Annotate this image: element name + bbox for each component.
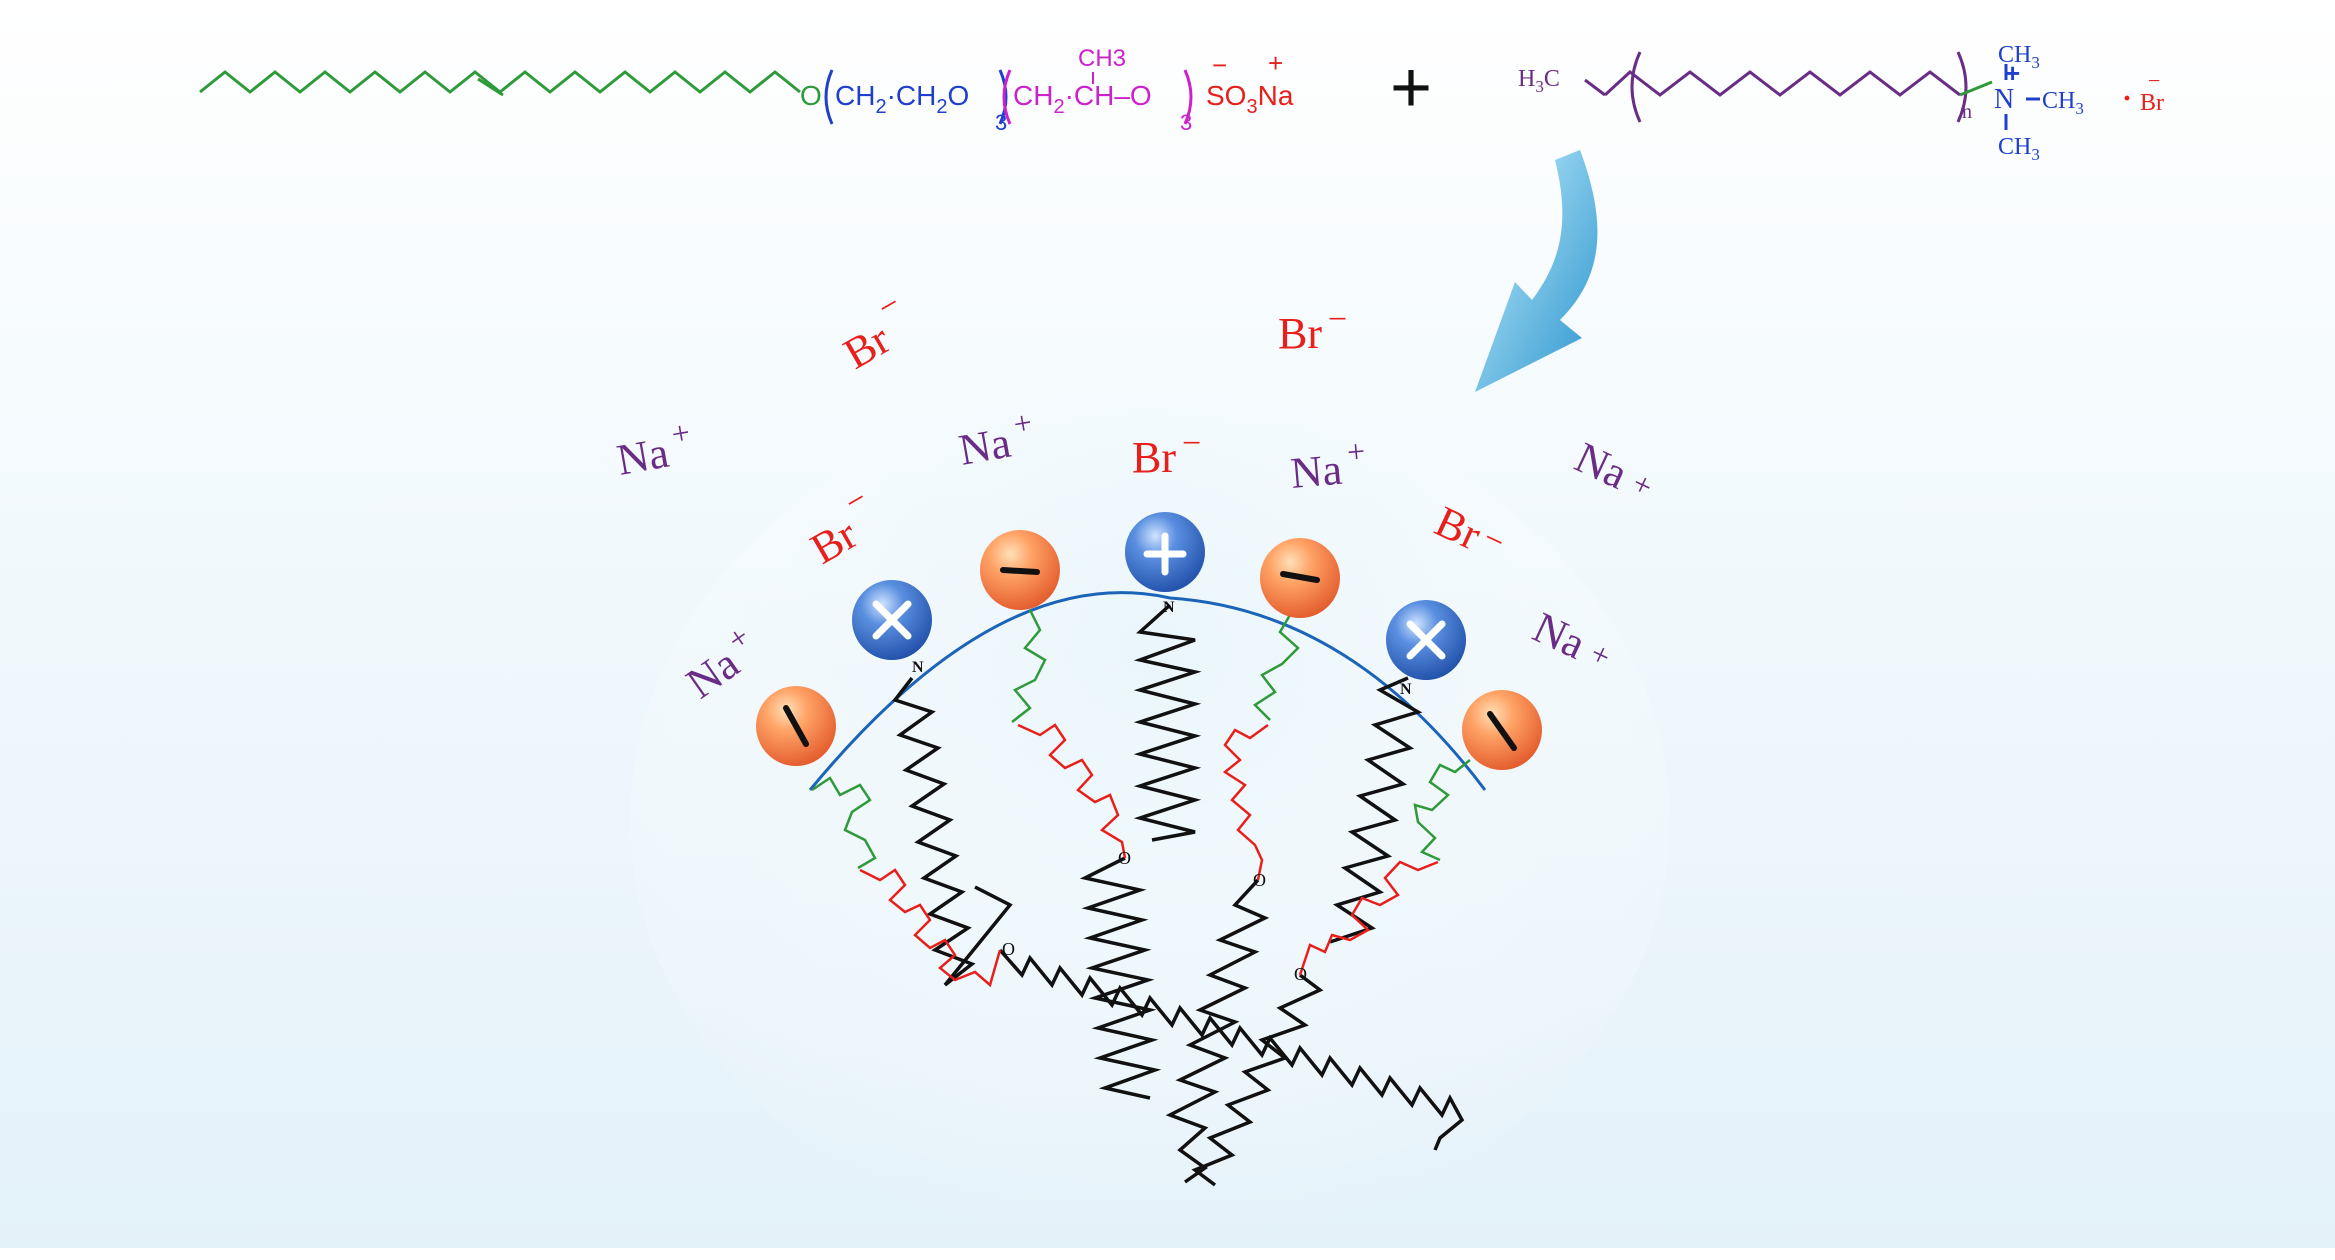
head-n-right: N — [1400, 681, 1412, 698]
ctab-methyl: H3C — [1518, 66, 1560, 96]
bromide-ion-2: Br− — [1278, 301, 1347, 358]
eo-segment: CH2·CH2O — [835, 80, 969, 118]
ctab-bromide-charge: − — [2148, 68, 2160, 93]
sulfonate-minus: − — [1212, 50, 1227, 80]
head-n-left: N — [912, 659, 924, 676]
po-spacer-midright — [1222, 723, 1269, 881]
micelle-spacers — [811, 609, 1471, 988]
ctab-dot: · — [2122, 82, 2132, 115]
ctab-repeat-n: n — [1962, 101, 1972, 123]
reactant-1-formula: O CH2·CH2O 3 CH3 CH2·CH–O 3 − + SO3Na — [199, 45, 1294, 135]
sulfonate-sodium: SO3Na — [1206, 80, 1294, 118]
junction-oxygens: O O O O — [1002, 848, 1307, 984]
sodium-ion-3: Na+ — [1289, 433, 1367, 498]
bottom-border — [0, 1248, 2335, 1260]
po-spacer-right — [1298, 860, 1439, 976]
ctab-bracket-left — [1630, 51, 1642, 123]
sodium-ion-1: Na+ — [613, 414, 692, 485]
po-spacer-midleft — [1017, 723, 1127, 859]
po-segment: CH2·CH–O — [1013, 80, 1152, 118]
ether-oxygen: O — [800, 80, 822, 111]
eo-spacer-left — [811, 776, 877, 870]
tail-anion-1 — [998, 948, 1465, 1151]
cationic-head-2 — [1125, 512, 1205, 592]
svg-text:−: − — [1182, 425, 1201, 462]
tail-ctab-1 — [892, 676, 1013, 987]
reaction-plus-sign: + — [1390, 48, 1432, 128]
head-groups — [756, 512, 1542, 770]
anionic-head-3 — [1260, 538, 1340, 618]
cationic-head-1 — [852, 580, 932, 660]
tail-anion-4 — [1191, 973, 1324, 1187]
junction-o-4: O — [1294, 964, 1307, 984]
tail-ctab-2 — [1133, 603, 1202, 842]
po-bracket-right — [1183, 69, 1193, 125]
bromide-ion-3: Br− — [1132, 425, 1201, 482]
ctab-bromide: Br — [2140, 90, 2164, 116]
eo-repeat-count: 3 — [995, 110, 1007, 135]
cationic-head-3 — [1386, 600, 1466, 680]
sodium-ion-2: Na+ — [955, 404, 1034, 475]
svg-text:Na: Na — [613, 428, 672, 485]
svg-text:−: − — [1328, 301, 1347, 338]
eo-spacer-midleft — [1011, 609, 1047, 723]
ctab-nitrogen: N — [1994, 84, 2014, 115]
tail-anion-3 — [1165, 878, 1270, 1184]
po-branch-methyl: CH3 — [1078, 45, 1126, 72]
po-bracket-left — [1002, 69, 1012, 125]
micelle-surface — [808, 591, 1487, 791]
ctab-n-bond — [1959, 80, 1993, 97]
oleyl-double-bond — [477, 77, 504, 97]
tail-ctab-3 — [1329, 676, 1423, 944]
anionic-head-4 — [1462, 690, 1542, 770]
svg-text:Br: Br — [1278, 309, 1322, 358]
svg-text:Br: Br — [1132, 433, 1176, 482]
anionic-head-2 — [980, 530, 1060, 610]
ctab-methyl-bond — [1584, 78, 1606, 97]
reaction-arrow — [1475, 150, 1598, 392]
eo-spacer-midright — [1253, 614, 1300, 721]
sodium-plus: + — [1268, 48, 1283, 78]
ctab-chain — [1603, 70, 1961, 97]
micelle-tails — [892, 603, 1465, 1187]
junction-o-2: O — [1118, 848, 1131, 868]
tail-anion-2 — [1079, 856, 1162, 1100]
anionic-head-1 — [756, 686, 836, 766]
svg-text:+: + — [1346, 433, 1367, 470]
po-repeat-count: 3 — [1180, 110, 1192, 135]
head-n-center: N — [1163, 599, 1175, 616]
eo-bracket-left — [824, 69, 834, 125]
head-nitrogens: N N N — [912, 599, 1412, 698]
junction-o-3: O — [1253, 870, 1266, 890]
ctab-nitrogen-charge: + — [2005, 58, 2020, 88]
eo-spacer-right — [1413, 759, 1471, 862]
svg-text:Na: Na — [1289, 445, 1344, 498]
ctab-bracket-right — [1956, 51, 1968, 123]
po-spacer-left — [859, 868, 1002, 988]
junction-o-1: O — [1002, 939, 1015, 959]
eo-bracket-right — [998, 69, 1008, 125]
svg-text:Na: Na — [955, 418, 1014, 475]
